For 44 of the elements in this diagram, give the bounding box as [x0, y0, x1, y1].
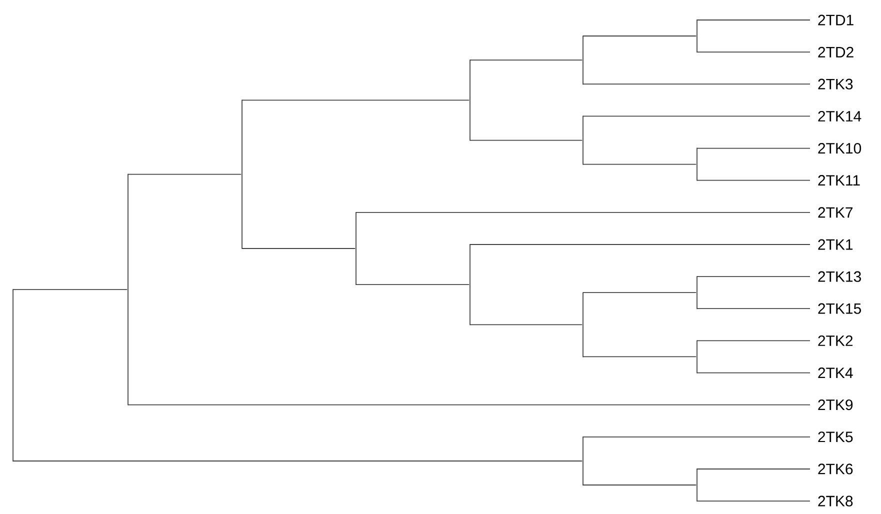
- branch-line: [242, 100, 470, 101]
- branch-line: [696, 340, 810, 342]
- branch-line: [696, 180, 810, 181]
- leaf-label: 2TK2: [818, 335, 853, 346]
- branch-line: [582, 116, 810, 117]
- branch-line: [582, 292, 697, 294]
- leaf-label: 2TK10: [818, 142, 862, 154]
- branch-line: [582, 356, 697, 358]
- branch-line: [470, 140, 583, 141]
- branch-line: [582, 164, 697, 165]
- leaf-label: 2TK4: [818, 368, 853, 378]
- branch-line: [582, 436, 810, 438]
- leaf-label: 2TK8: [818, 496, 853, 506]
- branch-line: [356, 284, 470, 286]
- branch-line: [696, 468, 810, 470]
- branch-line: [696, 372, 810, 374]
- branch-line: [12, 289, 128, 290]
- branch-line: [12, 460, 583, 462]
- leaf-label: 2TK1: [818, 239, 853, 250]
- leaf-label: 2TK15: [818, 303, 862, 314]
- leaf-label: 2TK7: [818, 207, 853, 218]
- leaf-label: 2TD2: [818, 46, 854, 58]
- branch-line: [696, 52, 810, 53]
- leaf-label: 2TK9: [818, 399, 853, 410]
- leaf-label: 2TK5: [818, 432, 853, 442]
- leaf-label: 2TK14: [818, 110, 862, 122]
- leaf-label: 2TK3: [818, 78, 853, 90]
- branch-line: [242, 248, 356, 249]
- branch-line: [582, 484, 697, 486]
- branch-line: [582, 84, 810, 85]
- branch-line: [696, 276, 810, 278]
- branch-line: [356, 212, 810, 213]
- leaf-label: 2TK6: [818, 464, 853, 474]
- branch-line: [128, 174, 242, 175]
- branch-line: [696, 500, 810, 502]
- leaf-label: 2TK11: [818, 175, 860, 186]
- leaf-label: 2TD1: [818, 14, 854, 26]
- branch-line: [696, 148, 810, 149]
- branch-line: [128, 404, 810, 406]
- branch-line: [470, 60, 583, 61]
- branch-line: [470, 244, 810, 245]
- branch-line: [696, 308, 810, 310]
- leaf-label: 2TK13: [818, 271, 861, 282]
- branch-line: [470, 324, 583, 326]
